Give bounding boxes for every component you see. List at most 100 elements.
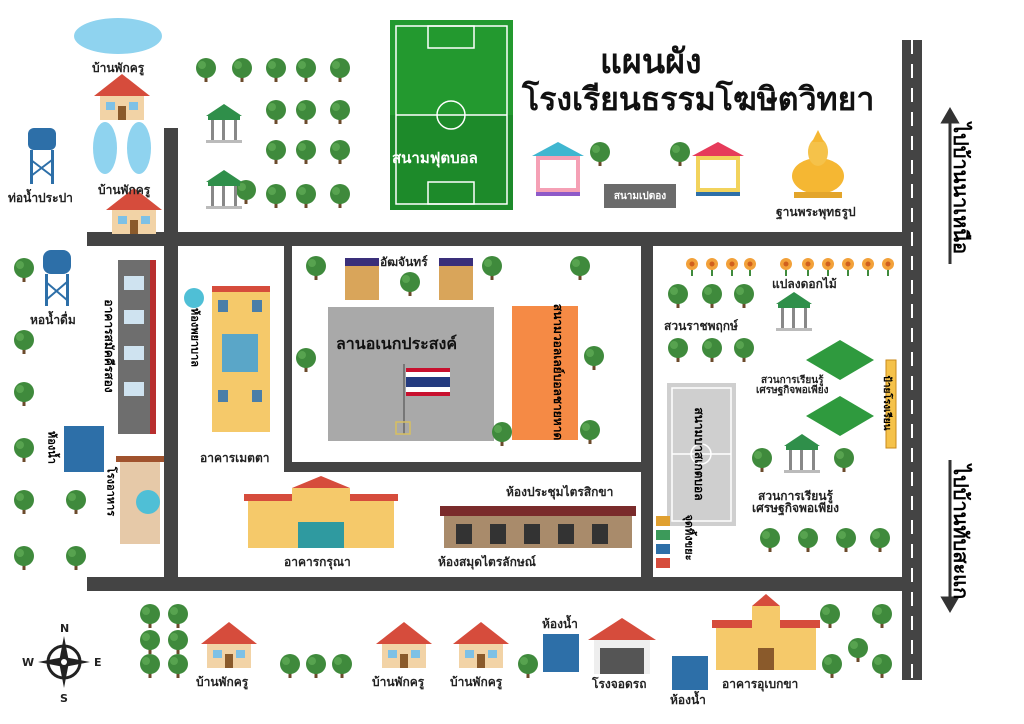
pavilion-top-right	[692, 142, 744, 196]
tree	[168, 654, 188, 678]
tree	[590, 142, 610, 166]
tree	[734, 284, 754, 308]
tree	[140, 654, 160, 678]
tree	[400, 272, 420, 296]
tree	[872, 604, 892, 628]
label-canteen: โรงอาหาร	[104, 466, 118, 517]
tree	[14, 490, 34, 514]
compass-s: S	[60, 692, 68, 705]
label-flower-bed: แปลงดอกไม้	[772, 277, 837, 291]
direction-up-label: ไปบ้านนาเหนือ	[949, 123, 973, 254]
compass-e: E	[94, 656, 102, 669]
label-teacher-house-b2: บ้านพักครู	[372, 675, 425, 689]
label-toilet-b2: ห้องน้ำ	[670, 693, 706, 707]
label-buddha: ฐานพระพุทธรูป	[776, 205, 856, 219]
label-football-field: สนามฟุตบอล	[392, 149, 478, 167]
pavilion	[784, 434, 820, 473]
tree	[330, 58, 350, 82]
toilet-b2	[672, 656, 708, 690]
tree	[820, 604, 840, 628]
building-samakkhi	[118, 260, 156, 434]
tree	[306, 654, 326, 678]
label-building-karuna: อาคารกรุณา	[284, 555, 351, 569]
flower	[802, 258, 814, 276]
tree	[66, 490, 86, 514]
flower	[822, 258, 834, 276]
thai-flag	[395, 364, 450, 435]
tree	[330, 184, 350, 208]
label-basketball-court: สนามบาสเกตบอล	[692, 407, 706, 501]
tree	[14, 258, 34, 282]
label-sufficiency-garden-1: สวนการเรียนรู้ เศรษฐกิจพอเพียง	[756, 375, 829, 396]
house	[376, 622, 432, 668]
tree	[296, 58, 316, 82]
label-school-sign: ป้ายโรงเรียน	[881, 375, 892, 431]
bleachers	[345, 258, 473, 300]
library	[440, 506, 636, 548]
tree	[196, 58, 216, 82]
house	[94, 74, 150, 120]
house	[453, 622, 509, 668]
label-teacher-house-b1: บ้านพักครู	[196, 675, 249, 689]
school-sign	[885, 359, 897, 449]
map-title-line1: แผนผัง	[600, 42, 702, 82]
volleyball-court	[512, 306, 578, 440]
building-karuna	[244, 476, 398, 548]
tree	[66, 546, 86, 570]
label-teacher-house-b3: บ้านพักครู	[450, 675, 503, 689]
compass-rose	[38, 636, 90, 688]
flower	[706, 258, 718, 276]
tree	[492, 422, 512, 446]
label-toilet-left: ห้องน้ำ	[45, 431, 59, 464]
label-nurse-room: ห้องพยาบาล	[188, 307, 202, 367]
label-royal-garden: สวนราชพฤกษ์	[664, 319, 738, 333]
tree	[168, 604, 188, 628]
tree	[668, 284, 688, 308]
sufficiency-plots	[806, 340, 874, 436]
pavilion	[206, 104, 242, 143]
tree	[870, 528, 890, 552]
tree	[266, 140, 286, 164]
tree	[752, 448, 772, 472]
tree	[168, 630, 188, 654]
tree	[584, 346, 604, 370]
label-volleyball-court: สนามวอลเลย์บอลชายหาด	[551, 303, 565, 441]
label-bleachers: อัฒจันทร์	[380, 255, 428, 269]
basketball-court	[667, 383, 736, 526]
pavilion-top-left	[532, 142, 584, 196]
tree	[702, 338, 722, 362]
tree	[518, 654, 538, 678]
canteen	[116, 456, 164, 544]
tree	[836, 528, 856, 552]
flower	[744, 258, 756, 276]
compass-w: W	[22, 656, 35, 669]
pavilion	[206, 170, 242, 209]
label-building-samakkhi: อาคารสมัคคีรสอง	[102, 299, 116, 393]
tree	[330, 100, 350, 124]
label-teacher-house-left: บ้านพักครู	[98, 183, 151, 197]
tree	[670, 142, 690, 166]
flower	[686, 258, 698, 276]
tree	[798, 528, 818, 552]
tree	[266, 100, 286, 124]
tree	[848, 638, 868, 662]
map-title-line2: โรงเรียนธรรมโฆษิตวิทยา	[522, 80, 875, 118]
tree	[482, 256, 502, 280]
compass-n: N	[60, 622, 70, 635]
tree	[332, 654, 352, 678]
direction-arrows	[940, 107, 960, 613]
tree	[296, 184, 316, 208]
label-multipurpose-yard: ลานอเนกประสงค์	[336, 334, 458, 353]
label-garage: โรงจอดรถ	[592, 677, 647, 691]
tree	[306, 256, 326, 280]
tree	[702, 284, 722, 308]
flower	[726, 258, 738, 276]
direction-down-label: ไปบ้านทับสะแก	[949, 465, 973, 600]
roads	[87, 40, 922, 680]
tree	[232, 58, 252, 82]
tree	[760, 528, 780, 552]
building-metta	[184, 286, 270, 432]
tree	[330, 140, 350, 164]
label-water-tower-tap: ท่อน้ำประปา	[8, 191, 73, 205]
